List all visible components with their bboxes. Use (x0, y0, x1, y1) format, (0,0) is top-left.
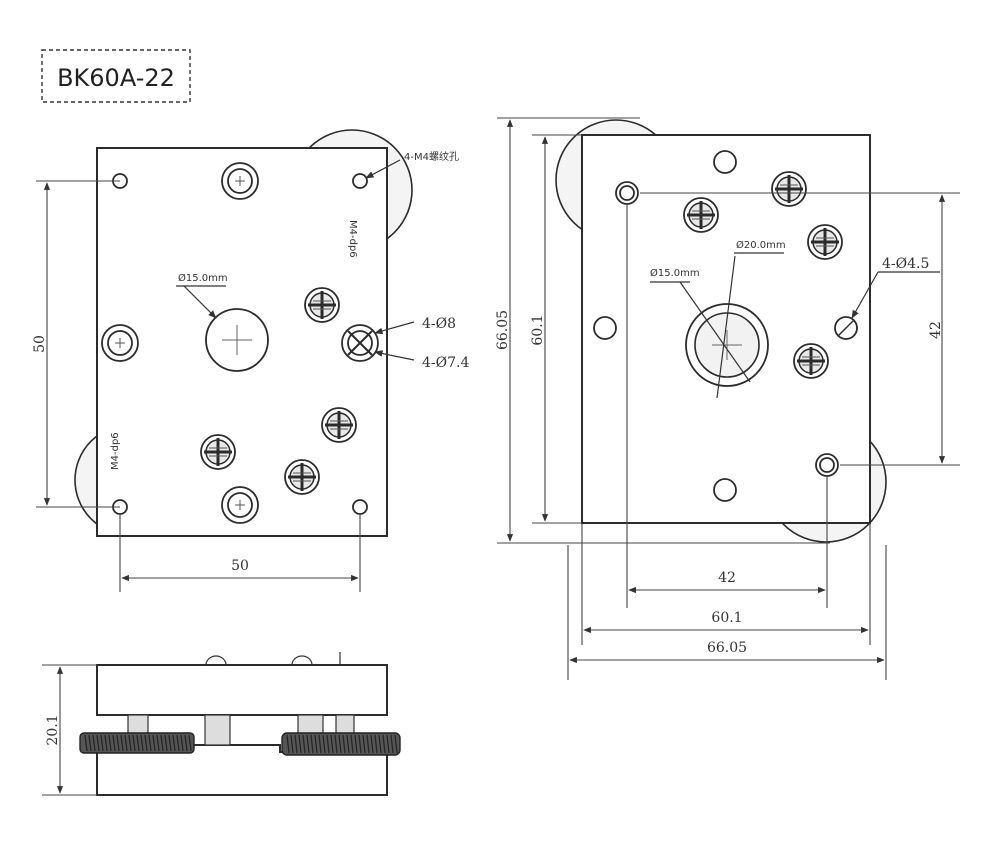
knurl-line (302, 734, 306, 754)
knurl-line (120, 734, 124, 752)
rear-screw-2 (682, 196, 720, 234)
knurl-line (156, 734, 160, 752)
knurl-line (168, 734, 172, 752)
knurl-line (104, 734, 108, 752)
knurl-line (374, 734, 378, 754)
knurl-line (100, 734, 104, 752)
tapped-hole-bottom-right (352, 499, 368, 515)
knurl-line (322, 734, 326, 754)
knurl-line (382, 734, 386, 754)
knurl-line (286, 734, 290, 754)
knurl-line (338, 734, 342, 754)
knurl-line (378, 734, 382, 754)
hole-callout-7-4: 4-Ø7.4 (422, 355, 469, 371)
knurl-line (370, 734, 374, 754)
knurl-line (92, 734, 96, 752)
knurl-line (306, 734, 310, 754)
knurl-line (394, 734, 398, 754)
front-dim-horizontal: 50 (231, 558, 249, 574)
rear-screw-3 (806, 223, 844, 261)
adjust-screw-1 (303, 286, 341, 324)
counterbore-bottom (221, 486, 259, 524)
knurl-line (350, 734, 354, 754)
plain-hole-bottom (713, 478, 737, 502)
knurl-line (188, 734, 192, 752)
rear-dim-vertical-holes: 42 (928, 321, 944, 339)
knurl-line (366, 734, 370, 754)
knurl-line (362, 734, 366, 754)
knurl-line (334, 734, 338, 754)
tapped-hole-top-right (352, 173, 368, 189)
side-view: 20.1 (42, 652, 401, 796)
knurl-line (112, 734, 116, 752)
engraving-top: M4-dp6 (347, 220, 358, 258)
rear-view: Ø15.0mm Ø20.0mm 4-Ø4.5 66.05 60.1 42 42 … (495, 117, 960, 680)
knurl-line (346, 734, 350, 754)
rear-screw-1 (770, 170, 808, 208)
counterbore-left (101, 324, 139, 362)
rear-bore-outer-label: Ø20.0mm (736, 239, 786, 251)
knurl-line (172, 734, 176, 752)
adjust-screw-2 (320, 406, 358, 444)
knurl-line (294, 734, 298, 754)
knurl-line (124, 734, 128, 752)
rear-hole-callout: 4-Ø4.5 (882, 256, 929, 272)
knurl-line (342, 734, 346, 754)
knurl-line (184, 734, 188, 752)
engraving-left: M4-dp6 (110, 432, 121, 470)
front-view: Ø15.0mm M4-dp6 M4-dp6 4-M4螺纹孔 4-Ø8 4-Ø7.… (32, 129, 469, 592)
knurl-line (310, 734, 314, 754)
plain-hole-left (593, 316, 617, 340)
knurl-line (96, 734, 100, 752)
knurl-line (176, 734, 180, 752)
knurl-line (140, 734, 144, 752)
knurl-line (144, 734, 148, 752)
knurl-line (354, 734, 358, 754)
knurl-line (164, 734, 168, 752)
knurl-line (128, 734, 132, 752)
rear-center-bore (650, 252, 784, 399)
rear-screw-4 (792, 342, 830, 380)
knurl-line (136, 734, 140, 752)
rear-dim-width-outer: 66.05 (707, 640, 747, 656)
knurl-line (314, 734, 318, 754)
knurl-line (326, 734, 330, 754)
front-bore-label: Ø15.0mm (178, 272, 228, 284)
thread-callout: 4-M4螺纹孔 (404, 150, 459, 163)
knurl-line (148, 734, 152, 752)
title-box: BK60A-22 (41, 49, 191, 103)
knurl-line (132, 734, 136, 752)
knurl-line (390, 734, 394, 754)
knurl-line (298, 734, 302, 754)
knurl-line (152, 734, 156, 752)
rear-dim-width-inner: 60.1 (711, 610, 742, 626)
knurl-line (318, 734, 322, 754)
hole-8mm-right (341, 324, 379, 362)
front-center-bore (176, 285, 269, 372)
adjust-screw-4 (283, 458, 321, 496)
knurl-line (116, 734, 120, 752)
rear-dim-horizontal-holes: 42 (718, 570, 736, 586)
rear-dim-height-inner: 60.1 (530, 314, 546, 345)
knurl-line (386, 734, 390, 754)
rear-dim-height-outer: 66.05 (495, 310, 511, 350)
front-dim-vertical: 50 (32, 335, 48, 353)
adjust-screw-3 (199, 433, 237, 471)
knurl-line (180, 734, 184, 752)
knurl-line (290, 734, 294, 754)
counterbore-top (221, 162, 259, 200)
knurl-line (358, 734, 362, 754)
rear-bore-inner-label: Ø15.0mm (650, 267, 700, 279)
side-dim-thickness: 20.1 (45, 714, 61, 745)
plain-hole-top (713, 150, 737, 174)
knurl-line (88, 734, 92, 752)
part-number-title: BK60A-22 (57, 64, 175, 92)
hole-callout-8: 4-Ø8 (422, 316, 456, 332)
knurl-line (330, 734, 334, 754)
knurl-line (84, 734, 88, 752)
side-top-plate (96, 664, 388, 716)
knurl-line (108, 734, 112, 752)
knurl-line (160, 734, 164, 752)
